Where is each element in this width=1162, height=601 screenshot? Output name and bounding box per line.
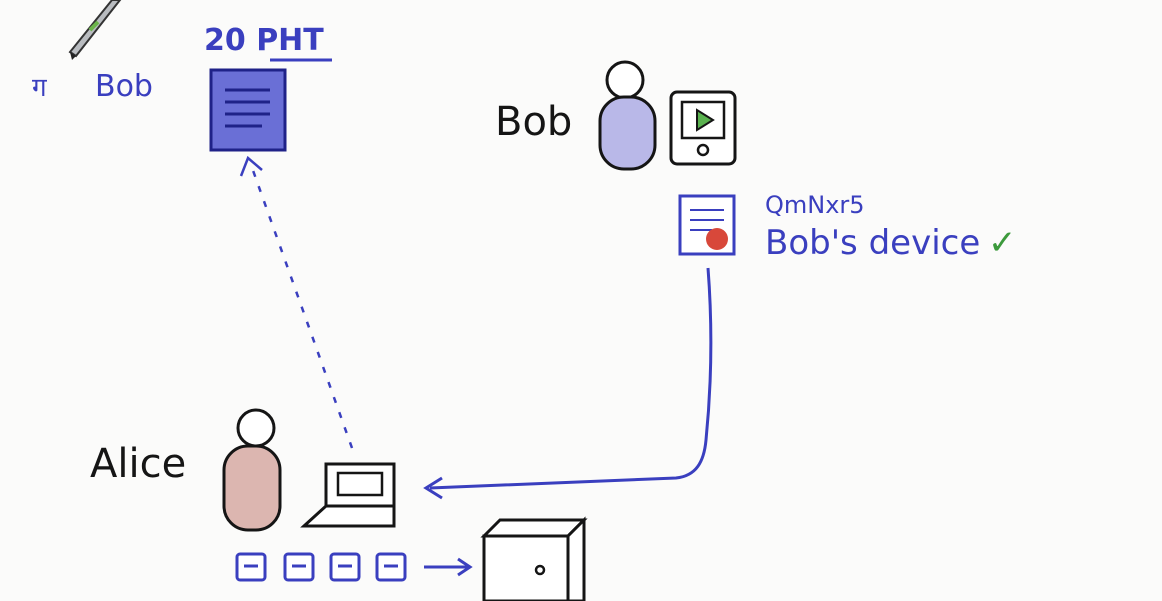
bob-person: [598, 60, 657, 171]
alice-person-label: Alice: [90, 441, 186, 487]
cert-caption-label: Bob's device: [765, 223, 980, 263]
connector-arrow: [423, 267, 713, 500]
token-icon: [235, 552, 267, 582]
certificate-icon: [678, 194, 736, 256]
pen-icon: [68, 0, 122, 60]
bob-left-label: Bob: [95, 69, 153, 104]
dotted-arrow: [239, 155, 354, 449]
phone-icon: [669, 90, 737, 166]
cert-code-label: QmNxr5: [765, 191, 865, 219]
token-icon: [329, 552, 361, 582]
document-icon: [209, 68, 287, 152]
alice-person: [222, 408, 282, 532]
laptop-icon: [300, 462, 396, 528]
token-arrow: [424, 557, 473, 577]
bob-person-label: Bob: [495, 99, 572, 145]
header-count-label: 20 PHT: [204, 23, 324, 58]
safe-icon: [480, 516, 588, 601]
token-icon: [283, 552, 315, 582]
token-icon: [375, 552, 407, 582]
check-mark-icon: ✓: [988, 223, 1017, 263]
token-row: [235, 552, 407, 582]
bob-prefix-glyph: ग: [32, 73, 47, 103]
